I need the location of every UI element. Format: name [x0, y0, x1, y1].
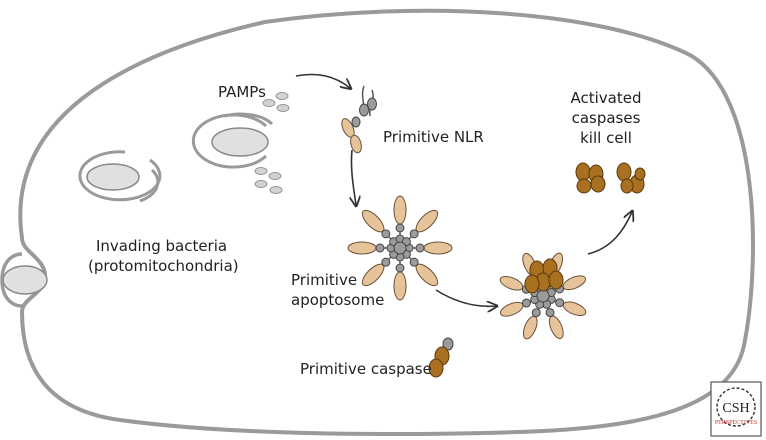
label-primitive-nlr: Primitive NLR	[383, 128, 484, 146]
bound-active-caspase	[524, 274, 540, 294]
label-invading-bacteria: Invading bacteria	[96, 237, 227, 255]
bacterium-2	[191, 112, 274, 169]
primitive-caspase	[428, 337, 454, 378]
linker-bead	[415, 243, 425, 253]
label-caspases: caspases	[572, 109, 641, 127]
linker-bead	[395, 223, 405, 233]
linker-bead	[409, 257, 419, 267]
bacterium-1	[78, 150, 162, 203]
pro-domain	[522, 315, 538, 340]
linker-bead	[381, 229, 391, 239]
linker-bead	[545, 308, 555, 318]
pro-domain	[347, 241, 377, 255]
label-pamps: PAMPs	[218, 83, 266, 101]
bound-active-caspase	[548, 270, 564, 290]
arrow-activation-to-cell-death	[587, 212, 632, 255]
arrow-apoptosome-to-activation	[435, 289, 496, 306]
label-apoptosome: apoptosome	[291, 291, 384, 309]
pro-domain	[499, 275, 524, 291]
linker-bead	[531, 308, 541, 318]
csh-perspectives-logo: CSH PERSPECTIVES	[710, 381, 762, 437]
pamp-particles-bottom	[254, 167, 283, 194]
linker-bead	[381, 257, 391, 267]
label-kill-cell: kill cell	[580, 129, 632, 147]
primitive-nlr	[341, 85, 377, 154]
linker-bead	[521, 298, 531, 308]
logo-sub-text: PERSPECTIVES	[715, 420, 757, 426]
pro-domain	[562, 301, 587, 317]
pro-domain	[393, 271, 407, 301]
pro-domain	[423, 241, 453, 255]
arrow-pamps-to-nlr	[295, 73, 350, 89]
linker-bead	[375, 243, 385, 253]
primitive-apoptosome	[347, 195, 453, 301]
activated-apoptosome	[499, 252, 587, 340]
pro-domain	[548, 315, 564, 340]
hub-core	[536, 289, 550, 303]
linker-bead	[409, 229, 419, 239]
logo-main-text: CSH	[722, 401, 749, 416]
pro-domain	[393, 195, 407, 225]
label-activated: Activated	[571, 89, 642, 107]
label-primitive-caspase: Primitive caspase	[300, 360, 432, 378]
label-protomitochondria: (protomitochondria)	[88, 257, 239, 275]
pro-domain	[499, 301, 524, 317]
pamp-particles-top	[262, 92, 290, 112]
engulfing-bacterium	[0, 252, 48, 308]
linker-bead	[555, 298, 565, 308]
arrow-nlr-to-apoptosome	[351, 149, 356, 205]
pro-domain	[562, 275, 587, 291]
label-primitive: Primitive	[291, 271, 357, 289]
linker-bead	[395, 263, 405, 273]
activated-caspases	[575, 162, 646, 194]
hub-core	[393, 241, 407, 255]
